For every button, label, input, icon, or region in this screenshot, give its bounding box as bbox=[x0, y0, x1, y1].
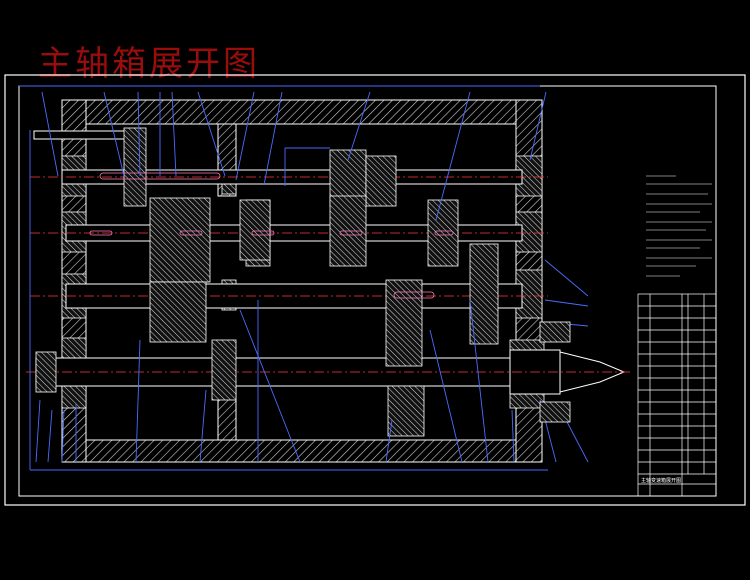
shaft-3 bbox=[30, 283, 548, 309]
shaft-2 bbox=[30, 224, 548, 242]
sheet-border-outer bbox=[4, 74, 746, 506]
spindle-flange bbox=[35, 321, 571, 423]
drawing-title: 主轴箱展开图 bbox=[38, 44, 260, 84]
title-block-name: 主轴变速箱展开图 bbox=[641, 477, 681, 484]
keyways bbox=[89, 172, 454, 299]
main-spindle bbox=[26, 349, 630, 395]
shaft-1 bbox=[30, 130, 548, 185]
parts-list bbox=[637, 293, 717, 497]
leader-lines bbox=[19, 85, 589, 471]
technical-notes bbox=[646, 175, 712, 277]
